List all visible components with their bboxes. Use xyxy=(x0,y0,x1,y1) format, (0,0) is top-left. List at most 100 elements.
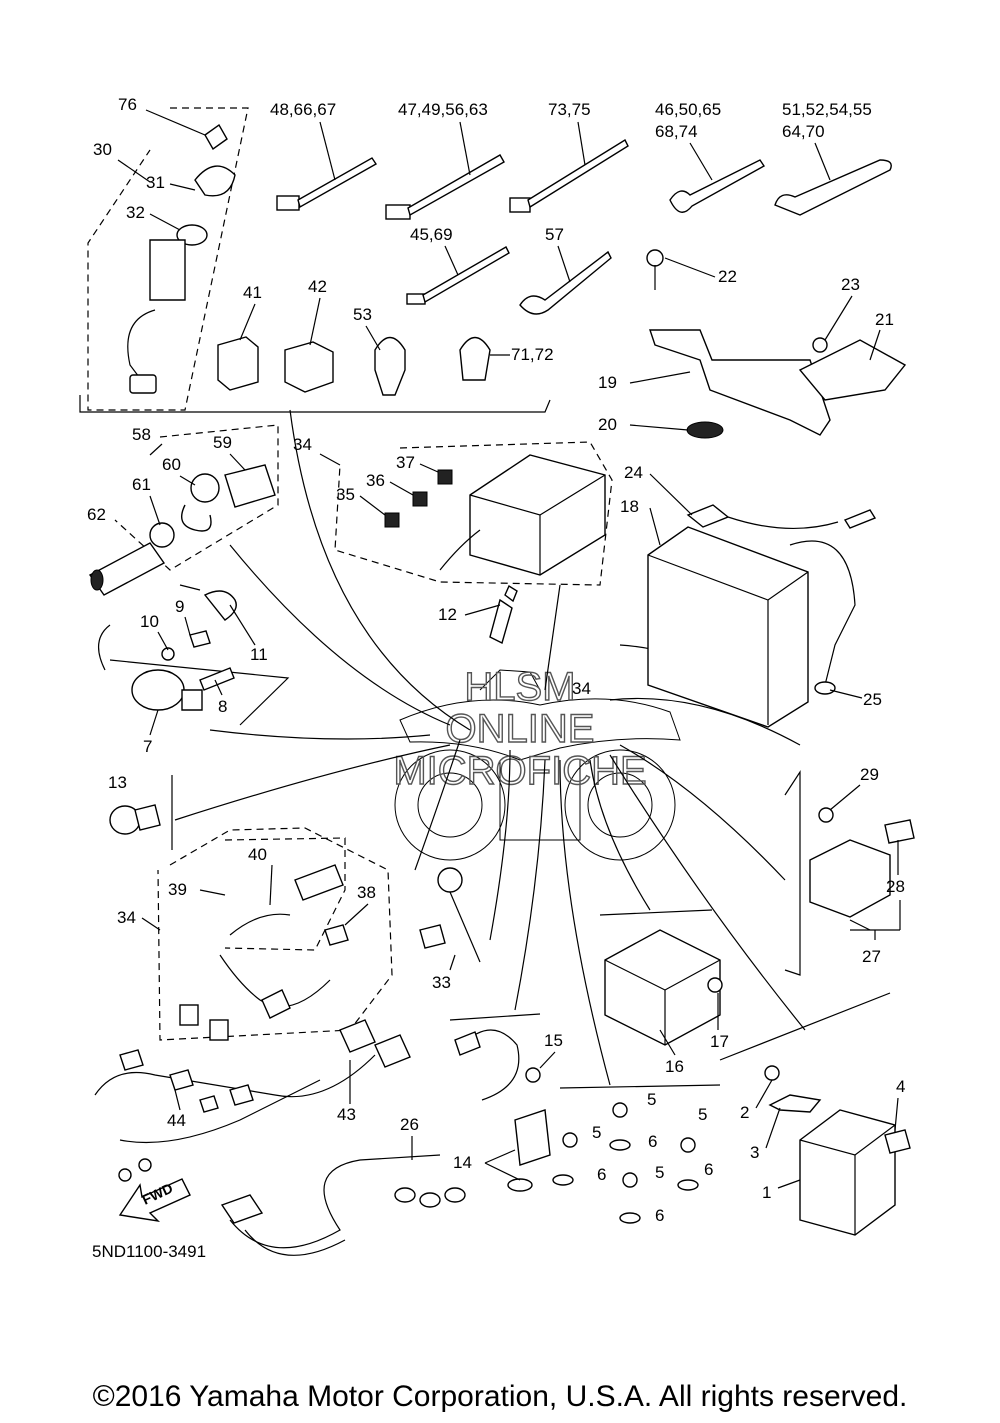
label-8: 8 xyxy=(218,697,227,716)
label-24: 24 xyxy=(624,463,643,482)
label-62: 62 xyxy=(87,505,106,524)
part-sub-harness xyxy=(179,864,349,1041)
label-4: 4 xyxy=(896,1077,905,1096)
label-11: 11 xyxy=(250,645,268,664)
label-58: 58 xyxy=(132,425,151,444)
label-73-75: 73,75 xyxy=(548,100,591,119)
part-battery xyxy=(647,504,877,728)
part-cable-ties xyxy=(276,139,892,315)
label-34-left: 34 xyxy=(117,908,136,927)
label-30: 30 xyxy=(93,140,112,159)
atv-vehicle xyxy=(394,669,681,861)
label-71-72: 71,72 xyxy=(511,345,554,364)
part-relays-clamps xyxy=(217,336,491,396)
label-40: 40 xyxy=(248,845,267,864)
label-5a: 5 xyxy=(647,1090,656,1109)
label-18: 18 xyxy=(620,497,639,516)
label-3: 3 xyxy=(750,1143,759,1162)
part-bolts-washers xyxy=(552,1102,699,1224)
part-sensor-13 xyxy=(109,804,161,835)
label-12: 12 xyxy=(438,605,457,624)
label-35: 35 xyxy=(336,485,355,504)
label-9: 9 xyxy=(175,597,184,616)
label-64-70: 64,70 xyxy=(782,122,825,141)
label-29: 29 xyxy=(860,765,879,784)
fwd-arrow xyxy=(118,1178,191,1223)
label-42: 42 xyxy=(308,277,327,296)
label-31: 31 xyxy=(146,173,165,192)
label-41: 41 xyxy=(243,283,262,302)
label-10: 10 xyxy=(140,612,159,631)
watermark-line2: ONLINE xyxy=(446,707,595,751)
part-wire-harness-43-44 xyxy=(94,1019,411,1182)
label-25: 25 xyxy=(863,690,882,709)
diagram-code: 5ND1100-3491 xyxy=(92,1242,206,1261)
label-32: 32 xyxy=(126,203,145,222)
label-34-center: 34 xyxy=(572,679,591,698)
label-16: 16 xyxy=(665,1057,684,1076)
label-60: 60 xyxy=(162,455,181,474)
label-13: 13 xyxy=(108,773,127,792)
label-76: 76 xyxy=(118,95,137,114)
label-46-50-65: 46,50,65 xyxy=(655,100,721,119)
label-22: 22 xyxy=(718,267,737,286)
part-ecu xyxy=(764,1065,911,1236)
leader-lines xyxy=(174,409,806,1086)
label-53: 53 xyxy=(353,305,372,324)
label-17: 17 xyxy=(710,1032,729,1051)
label-37: 37 xyxy=(396,453,415,472)
part-sensor-33 xyxy=(419,867,481,963)
label-45-69: 45,69 xyxy=(410,225,453,244)
callout-leaders xyxy=(117,109,899,1189)
label-5c: 5 xyxy=(698,1105,707,1124)
watermark-line3: MICROFICHE xyxy=(393,749,646,793)
part-ignition-coil xyxy=(98,584,237,711)
label-21: 21 xyxy=(875,310,894,329)
label-47-49-56-63: 47,49,56,63 xyxy=(398,100,488,119)
part-fuse-box xyxy=(384,454,606,576)
label-38: 38 xyxy=(357,883,376,902)
part-cable-26 xyxy=(220,1154,466,1256)
label-15: 15 xyxy=(544,1031,563,1050)
label-48-66-67: 48,66,67 xyxy=(270,100,336,119)
callout-labels: 76 30 31 32 48,66,67 47,49,56,63 73,75 4… xyxy=(87,95,905,1225)
label-39: 39 xyxy=(168,880,187,899)
label-2: 2 xyxy=(740,1103,749,1122)
part-key-switch xyxy=(127,123,236,394)
part-spark-plug xyxy=(489,584,518,645)
part-socket-assy xyxy=(88,464,276,596)
label-61: 61 xyxy=(132,475,151,494)
part-battery-bracket xyxy=(646,249,907,439)
label-6c: 6 xyxy=(704,1160,713,1179)
label-44: 44 xyxy=(167,1111,186,1130)
watermark-line1: HLSM xyxy=(464,665,575,709)
label-59: 59 xyxy=(213,433,232,452)
label-51-52-54-55: 51,52,54,55 xyxy=(782,100,872,119)
label-1: 1 xyxy=(762,1183,771,1202)
label-27: 27 xyxy=(862,947,881,966)
label-26: 26 xyxy=(400,1115,419,1134)
label-6a: 6 xyxy=(648,1132,657,1151)
label-34-top: 34 xyxy=(293,435,312,454)
label-43: 43 xyxy=(337,1105,356,1124)
part-speed-sensor-14 xyxy=(454,1029,551,1192)
label-28: 28 xyxy=(886,877,905,896)
label-23: 23 xyxy=(841,275,860,294)
watermark: HLSM ONLINE MICROFICHE xyxy=(393,664,648,793)
label-20: 20 xyxy=(598,415,617,434)
label-5b: 5 xyxy=(592,1123,601,1142)
label-6d: 6 xyxy=(655,1206,664,1225)
label-68-74: 68,74 xyxy=(655,122,698,141)
label-7: 7 xyxy=(143,737,152,756)
label-57: 57 xyxy=(545,225,564,244)
label-36: 36 xyxy=(366,471,385,490)
label-5d: 5 xyxy=(655,1163,664,1182)
label-14: 14 xyxy=(453,1153,472,1172)
part-rectifier-16 xyxy=(604,929,723,1046)
label-19: 19 xyxy=(598,373,617,392)
copyright-notice: ©2016 Yamaha Motor Corporation, U.S.A. A… xyxy=(92,1380,908,1413)
label-33: 33 xyxy=(432,973,451,992)
part-starter-relay xyxy=(809,807,915,940)
label-6b: 6 xyxy=(597,1165,606,1184)
